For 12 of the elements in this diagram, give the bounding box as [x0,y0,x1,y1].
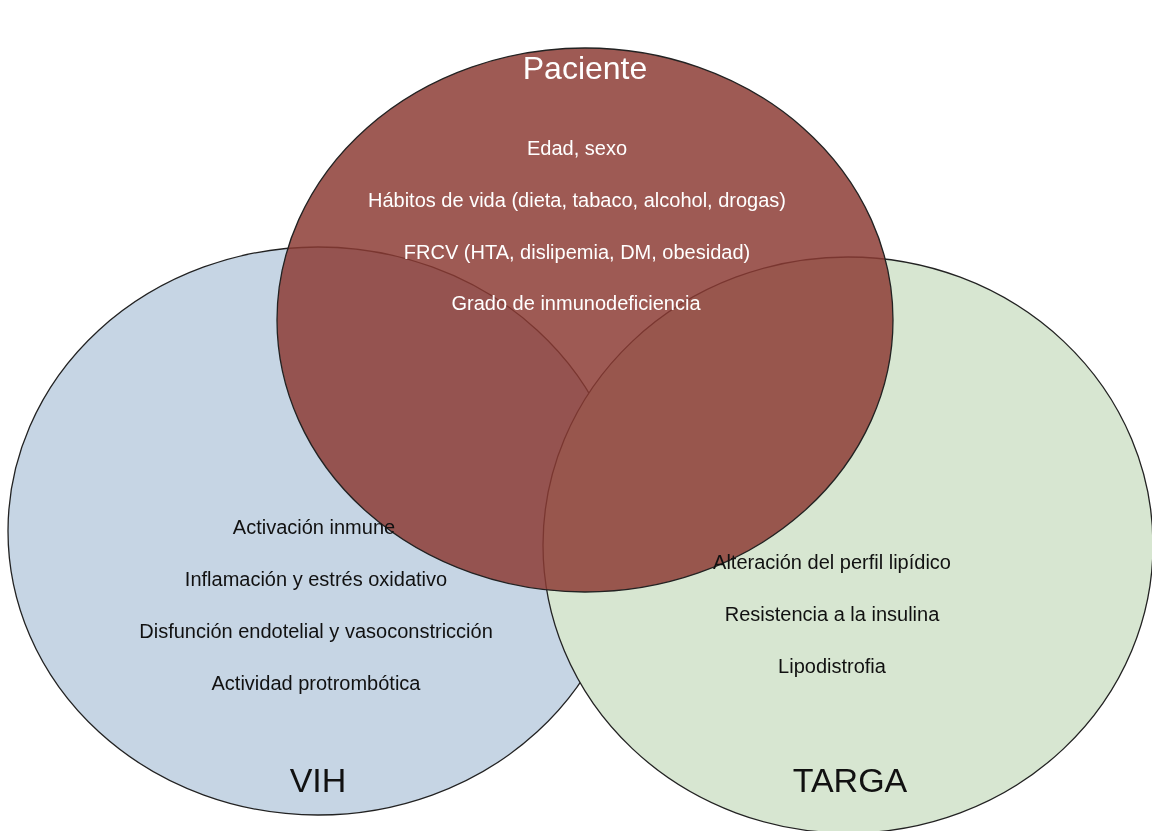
factor-text: Resistencia a la insulina [724,602,940,626]
factor-text: Disfunción endotelial y vasoconstricción [139,619,493,643]
factor-text: Hábitos de vida (dieta, tabaco, alcohol, drogas) [368,188,786,212]
factor-text: Inflamación y estrés oxidativo [184,567,448,591]
factor-text: FRCV (HTA, dislipemia, DM, obesidad) [403,240,751,264]
factor-text: Lipodistrofia [778,654,886,678]
factor-text: Edad, sexo [526,136,628,160]
circle-title: Paciente [522,49,648,87]
circle-title: VIH [289,760,347,800]
factor-text: Grado de inmunodeficiencia [451,291,701,315]
factor-text: Actividad protrombótica [211,671,421,695]
circle-title: TARGA [792,760,908,800]
